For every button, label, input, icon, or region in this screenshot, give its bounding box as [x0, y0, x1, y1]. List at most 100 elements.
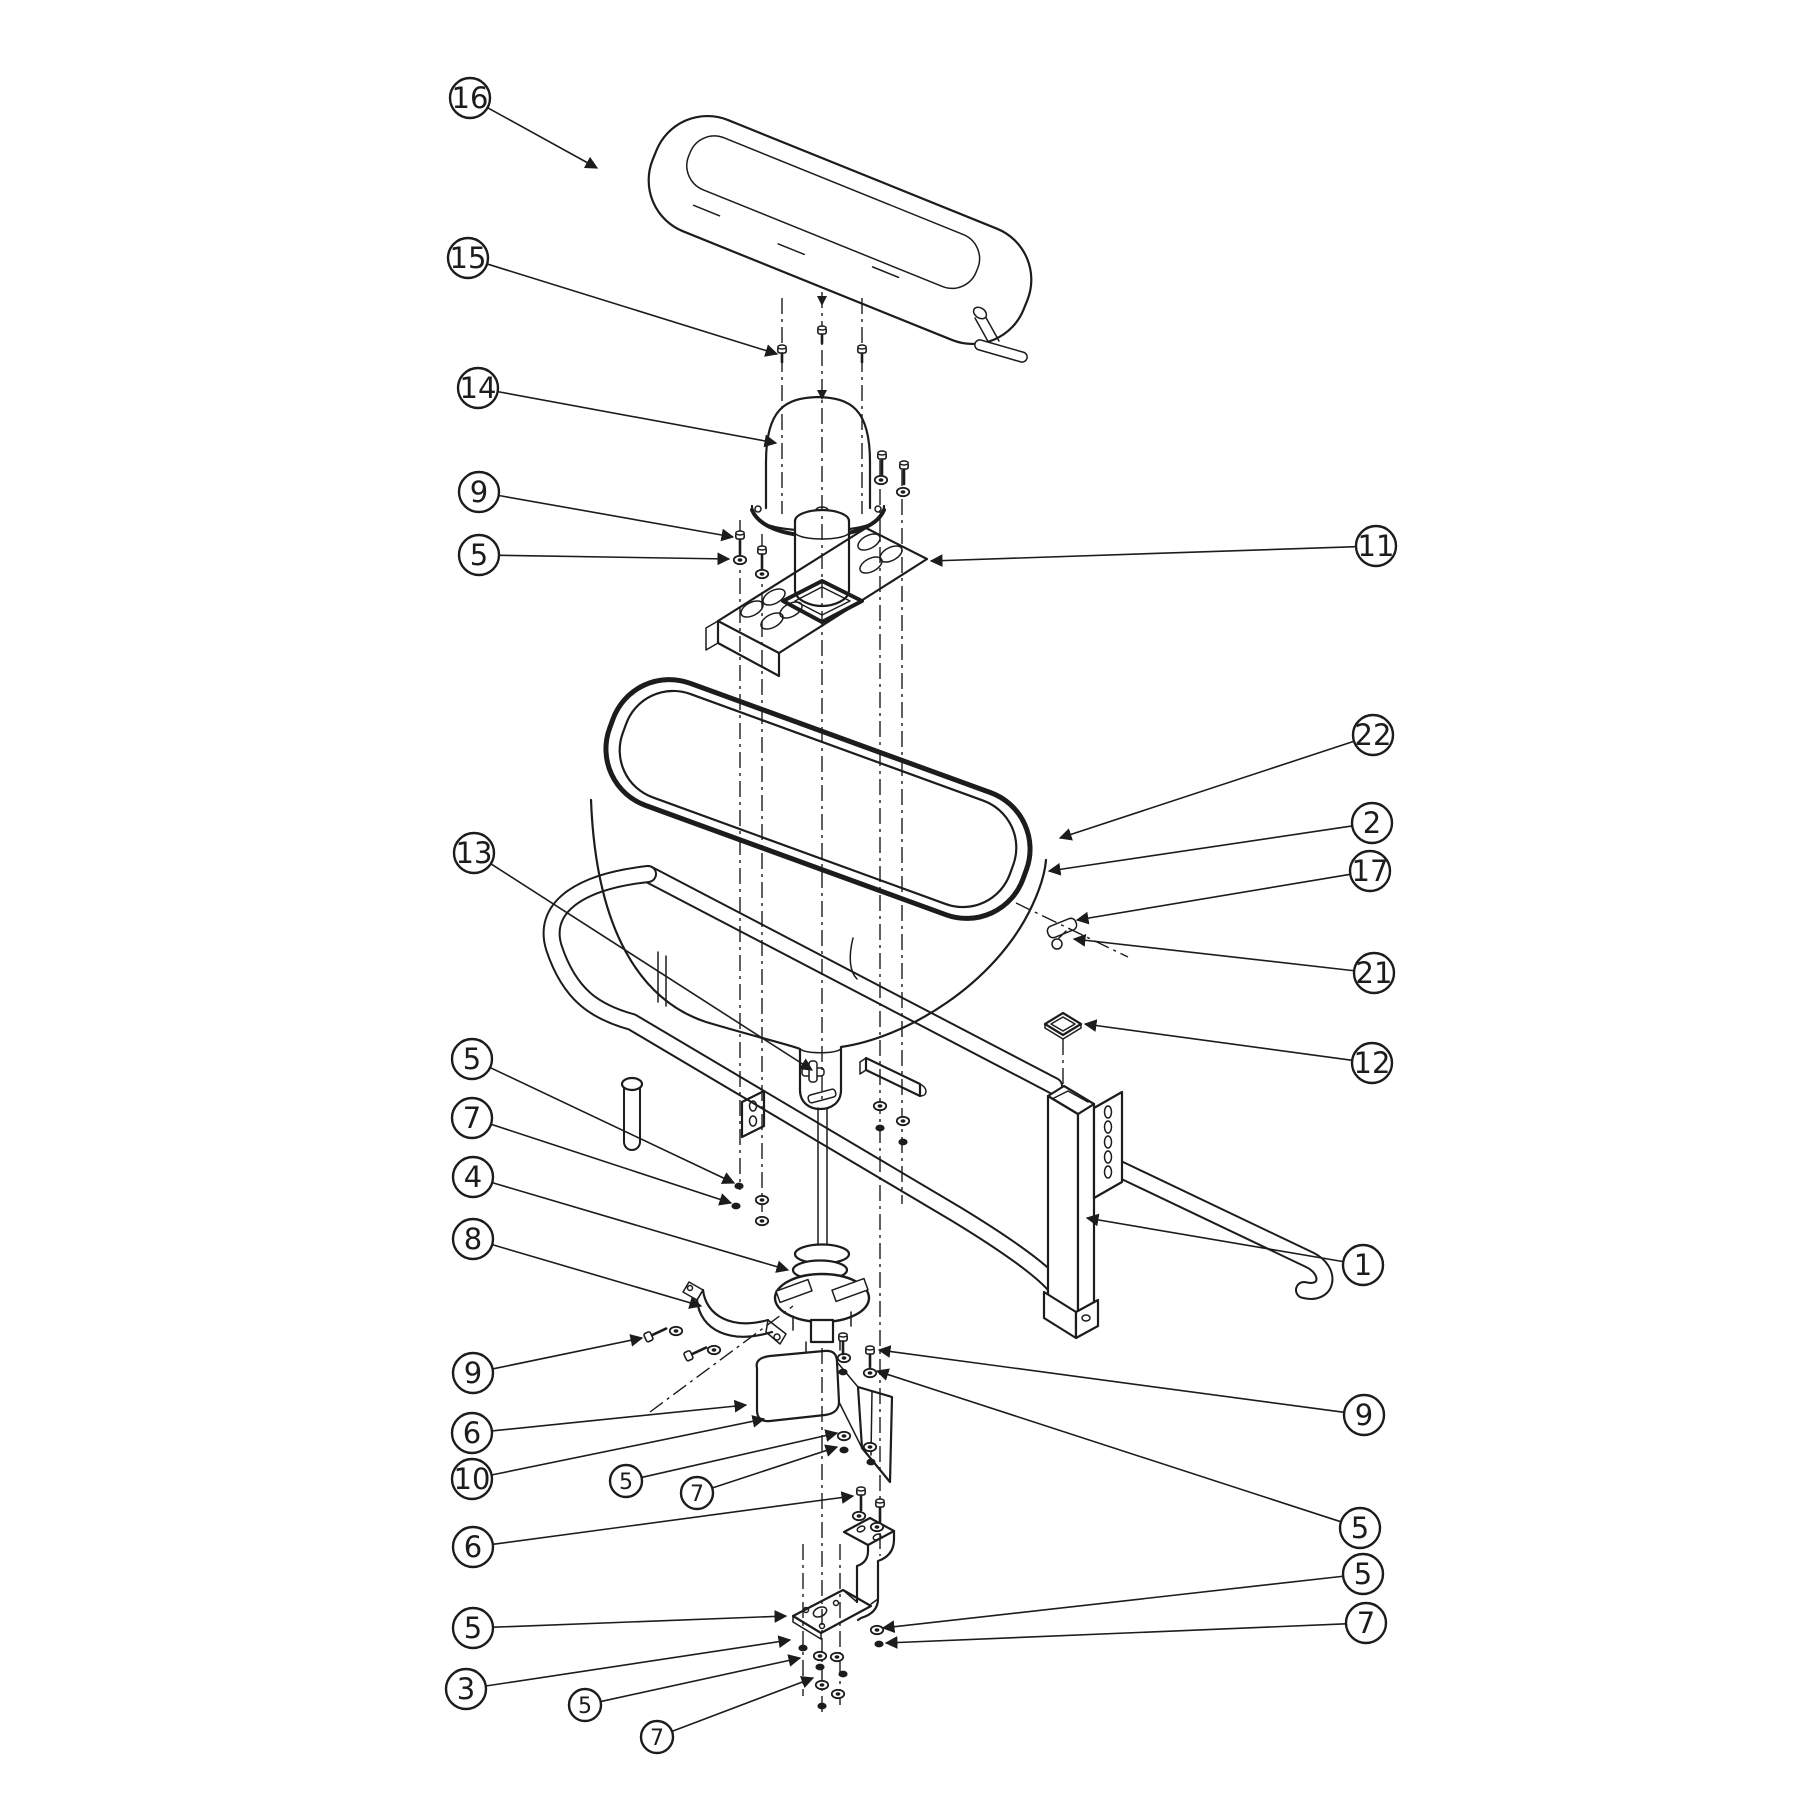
callout-circle	[444, 1667, 488, 1711]
hopper-part	[589, 677, 1048, 1111]
callout-circle	[608, 1463, 644, 1499]
shaft-clamp-part	[682, 1281, 787, 1345]
washer-hardware	[836, 1430, 852, 1442]
callout-number: 9	[470, 475, 488, 509]
nut-hardware	[875, 1124, 885, 1132]
leader-line	[1085, 1213, 1344, 1263]
washer-hardware	[862, 1441, 878, 1453]
washer-hardware	[754, 1215, 770, 1227]
callout-circle	[450, 1411, 494, 1455]
cover-latch-handle	[972, 306, 1028, 363]
callout-7-25: 7	[639, 1676, 815, 1755]
callout-circle	[1354, 524, 1398, 568]
washer-hardware	[872, 1100, 888, 1112]
callout-14-2: 14	[456, 366, 778, 448]
callout-number: 13	[456, 836, 493, 870]
post-cap-part	[1043, 1011, 1083, 1040]
wing-nut	[801, 1060, 825, 1083]
callout-circle	[1350, 1041, 1394, 1085]
callout-number: 11	[1358, 529, 1395, 563]
callout-circle	[1342, 1393, 1386, 1437]
leader-line	[1072, 933, 1355, 972]
leader-line	[492, 1610, 788, 1629]
callout-15-1: 15	[446, 236, 779, 357]
callout-21-9: 21	[1072, 933, 1396, 995]
nut-hardware	[734, 1182, 744, 1190]
callout-circle	[451, 1606, 495, 1650]
leader-line	[490, 863, 814, 1071]
callout-number: 7	[1357, 1606, 1375, 1640]
washer-hardware	[706, 1344, 722, 1356]
callout-22-6: 22	[1058, 713, 1395, 841]
callout-circle	[450, 1037, 494, 1081]
callout-number: 5	[464, 1611, 482, 1645]
leader-line	[485, 1635, 792, 1687]
washer-hardware	[836, 1352, 852, 1364]
callout-circle	[456, 366, 500, 410]
callout-number: 9	[1355, 1398, 1373, 1432]
washer-hardware	[851, 1510, 867, 1522]
nut-hardware	[839, 1446, 849, 1454]
nut-hardware	[731, 1202, 741, 1210]
callout-number: 8	[464, 1222, 482, 1256]
callout-5-24: 5	[567, 1654, 802, 1723]
callout-circle	[1338, 1506, 1382, 1550]
callout-circle	[1344, 1601, 1388, 1645]
washer-hardware	[732, 554, 748, 566]
callout-circle	[1351, 713, 1395, 757]
frame-mount-tab	[740, 1089, 766, 1139]
washer-hardware	[830, 1688, 846, 1700]
callout-circle	[452, 831, 496, 875]
callout-circle	[639, 1719, 675, 1755]
callout-number: 7	[463, 1101, 481, 1135]
callout-circle	[567, 1687, 603, 1723]
callout-7-13: 7	[450, 1096, 733, 1206]
callout-number: 21	[1356, 956, 1393, 990]
leader-line	[1047, 825, 1353, 876]
callout-10-18: 10	[450, 1415, 766, 1501]
hopper-rim-guard	[603, 677, 1033, 921]
washer-hardware	[754, 1194, 770, 1206]
callout-6-21: 6	[451, 1491, 855, 1569]
callout-number: 14	[460, 371, 497, 405]
washer-hardware	[829, 1651, 845, 1663]
callout-number: 9	[464, 1356, 482, 1390]
callout-number: 22	[1355, 718, 1392, 752]
callout-17-8: 17	[1075, 849, 1392, 925]
callout-5-12: 5	[450, 1037, 736, 1184]
bolt-hardware	[864, 1345, 875, 1369]
leader-line	[491, 1243, 703, 1309]
nut-hardware	[815, 1663, 825, 1671]
hardware-layer	[643, 325, 911, 1710]
leader-line	[1058, 740, 1355, 841]
callout-circle	[451, 1217, 495, 1261]
hopper-cover-part	[647, 114, 1033, 363]
channel-strap-part	[859, 1056, 927, 1098]
callout-circle	[451, 1155, 495, 1199]
callout-number: 1	[1354, 1248, 1372, 1282]
callout-number: 6	[464, 1530, 482, 1564]
callout-number: 7	[650, 1726, 664, 1751]
callout-circle	[1341, 1552, 1385, 1596]
callout-circle	[1352, 951, 1396, 995]
frame-assembly-part	[542, 865, 1334, 1300]
callout-4-14: 4	[451, 1155, 790, 1273]
leader-line	[491, 1399, 748, 1432]
shutoff-pin-part	[1046, 917, 1078, 950]
callout-7-20: 7	[679, 1444, 839, 1511]
bolt-hardware	[816, 325, 827, 345]
washer-hardware	[895, 1115, 911, 1127]
leader-line	[877, 1345, 1345, 1414]
leader-line	[641, 1429, 839, 1479]
lower-bracket-part	[791, 1516, 896, 1640]
leader-line	[487, 106, 599, 169]
bolt-hardware	[898, 460, 909, 486]
callout-number: 16	[452, 81, 489, 115]
post-slot-plate	[1092, 1090, 1124, 1200]
leader-line	[600, 1654, 802, 1703]
leader-line	[875, 1368, 1342, 1523]
callout-5-19: 5	[608, 1429, 839, 1499]
leader-line	[489, 1066, 736, 1184]
